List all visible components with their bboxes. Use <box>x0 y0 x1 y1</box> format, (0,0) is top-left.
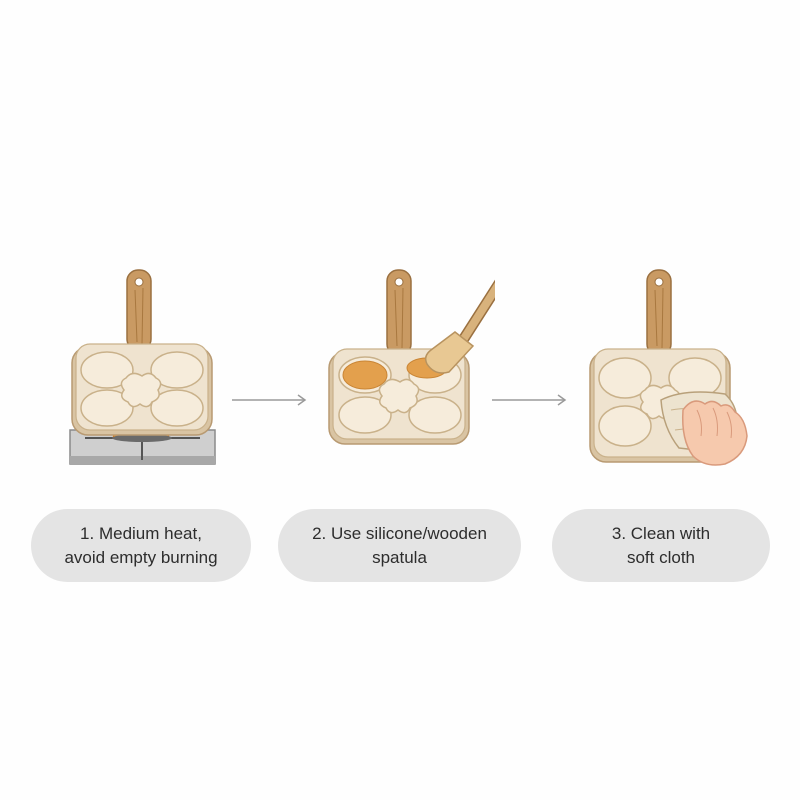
step-2-caption: 2. Use silicone/wooden spatula <box>278 509 521 582</box>
step-3-text: 3. Clean with soft cloth <box>611 523 711 567</box>
step-1-text: 1. Medium heat, avoid empty burning <box>64 523 218 567</box>
step-3-caption: 3. Clean with soft cloth <box>552 509 770 582</box>
arrow-right-icon <box>230 392 310 408</box>
arrow-right-icon <box>490 392 570 408</box>
step-1-caption: 1. Medium heat, avoid empty burning <box>31 509 251 582</box>
pan-with-wooden-spatula-icon <box>315 260 495 475</box>
pan-on-gas-stove-icon <box>55 260 235 475</box>
pan-wiped-with-cloth-icon <box>575 260 755 475</box>
step-2-text: 2. Use silicone/wooden spatula <box>312 523 487 567</box>
